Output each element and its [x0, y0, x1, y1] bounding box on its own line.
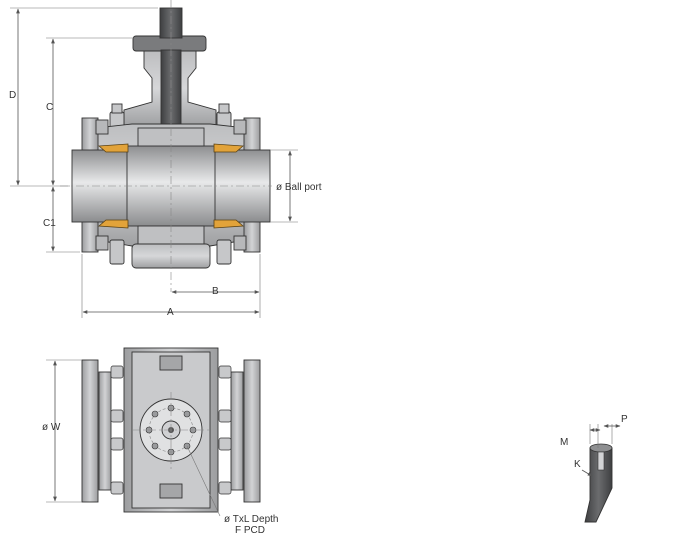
label-pcd: F PCD: [235, 525, 265, 536]
depth-leader: [186, 445, 221, 517]
stem-detail: [581, 424, 621, 523]
label-depth: ø TxL Depth: [224, 514, 278, 525]
dim-K-line: [581, 469, 593, 477]
lower-bolts: [109, 239, 232, 265]
seats: [97, 143, 245, 229]
label-C1: C1: [43, 218, 56, 229]
stem-top-face: [589, 443, 613, 453]
front-section-view: [60, 0, 272, 292]
label-D: D: [9, 90, 16, 101]
top-lug: [159, 355, 183, 371]
label-M: M: [560, 437, 568, 448]
label-W: ø W: [42, 422, 61, 433]
front-dimensions: [10, 7, 298, 318]
bottom-view: [81, 347, 261, 517]
label-K: K: [574, 459, 581, 470]
flange-bolts: [95, 119, 247, 251]
side-bolts: [98, 371, 244, 491]
bolt-heads: [110, 365, 232, 495]
label-B: B: [212, 286, 219, 297]
bottom-left-flange: [81, 359, 99, 503]
label-ball-port: ø Ball port: [276, 182, 322, 193]
label-A: A: [167, 307, 174, 318]
bottom-right-flange: [243, 359, 261, 503]
label-C: C: [46, 102, 53, 113]
bottom-dimensions: [46, 359, 82, 503]
label-P: P: [621, 414, 628, 425]
stem-keyway: [597, 451, 605, 471]
bottom-lug: [159, 483, 183, 499]
